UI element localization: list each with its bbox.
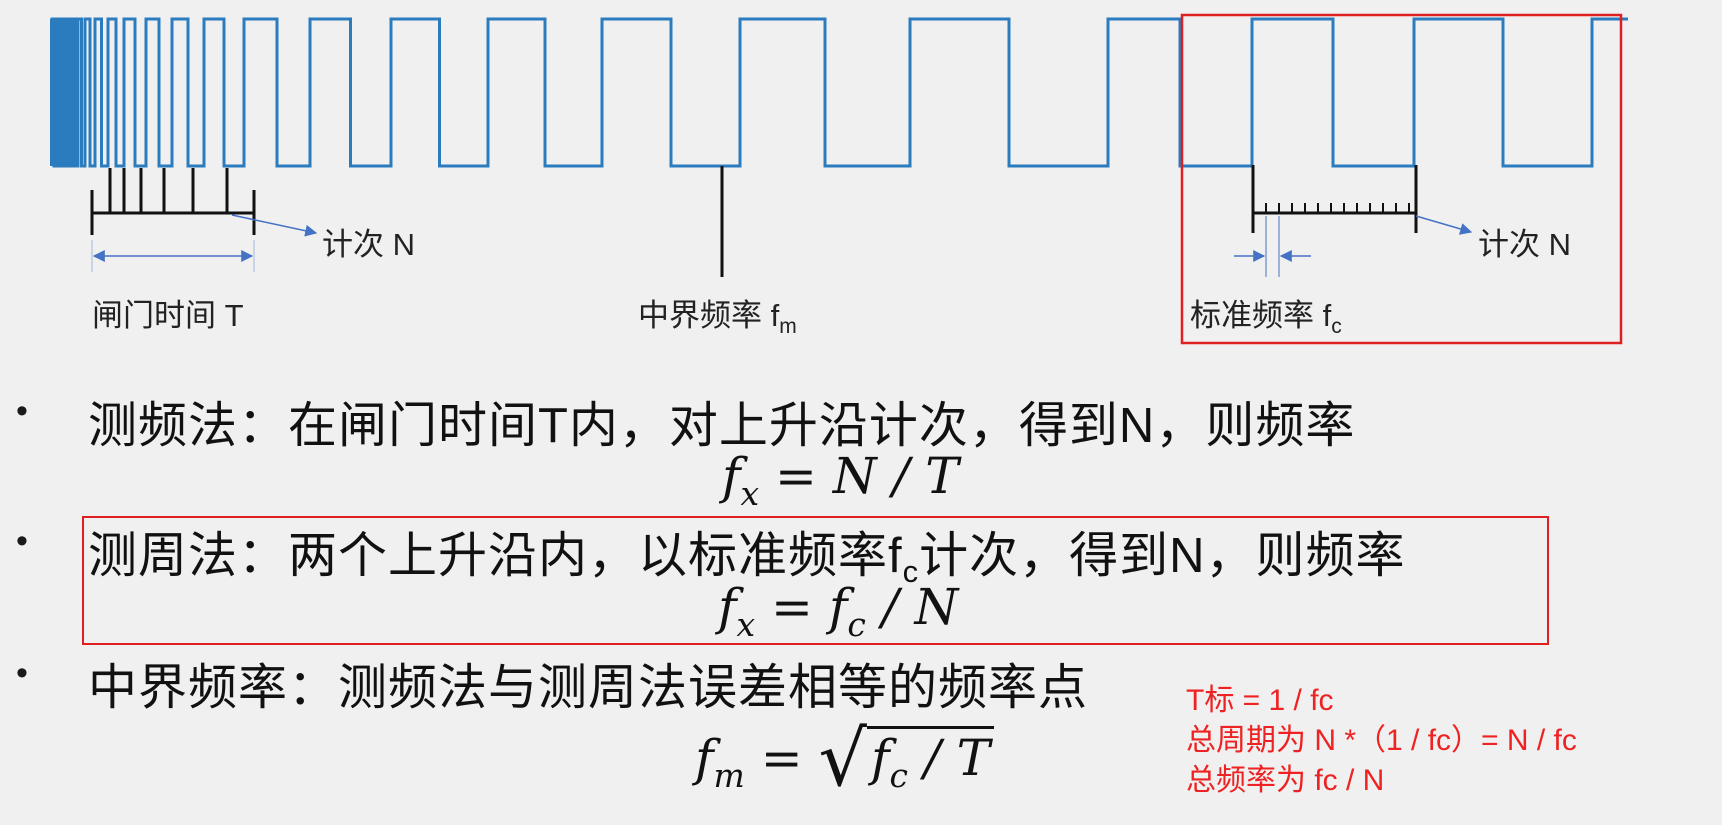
mid-formula-lhs-sub: m xyxy=(713,756,745,795)
std-count-arrow xyxy=(1415,215,1473,235)
note-line-3: 总频率为 fc / N xyxy=(1186,764,1385,797)
mid-freq-text: 中界频率：测频法与测周法误差相等的频率点 xyxy=(88,661,1089,715)
freq-formula-lhs-sub: x xyxy=(740,474,760,513)
std-freq-label-sub: c xyxy=(1331,315,1342,338)
period-text-sub: c xyxy=(902,554,920,589)
std-freq-label-text: 标准频率 f xyxy=(1190,298,1332,333)
freq-method-formula: fx = N / T xyxy=(722,447,959,513)
radicand-sub: c xyxy=(889,756,908,795)
period-formula-lhs: f xyxy=(718,578,737,636)
radicand-rest: / T xyxy=(907,729,990,787)
note-line-1: T标 = 1 / fc xyxy=(1186,684,1334,717)
radicand-f: f xyxy=(870,729,890,787)
period-text-before: 测周法：两个上升沿内，以标准频率f xyxy=(88,529,903,583)
gate-count-arrow xyxy=(231,214,318,237)
freq-formula-rhs: = N / T xyxy=(759,447,959,505)
gate-count-label: 计次 N xyxy=(322,227,415,262)
period-formula-rhs: / N xyxy=(865,578,959,636)
period-text-after: 计次，得到N，则频率 xyxy=(919,529,1406,583)
period-highlight-box xyxy=(1180,13,1623,345)
std-freq-label: 标准频率 fc xyxy=(1190,290,1342,339)
bullet-dot-2: • xyxy=(16,522,28,560)
gate-time-label: 闸门时间 T xyxy=(92,298,244,333)
note-line-2: 总周期为 N *（1 / fc）= N / fc xyxy=(1186,724,1577,757)
bullet-dot-3: • xyxy=(16,654,28,692)
gate-count-ticks xyxy=(90,168,256,235)
mid-formula-lhs: f xyxy=(695,729,714,787)
period-formula-mid: = f xyxy=(755,578,848,636)
period-method-text: 测周法：两个上升沿内，以标准频率fc计次，得到N，则频率 xyxy=(88,516,1406,590)
radical-sign-icon: √ xyxy=(818,714,867,803)
mid-formula-eq: = xyxy=(744,729,819,787)
square-wave-signal xyxy=(50,17,1628,168)
freq-formula-lhs: f xyxy=(722,447,741,505)
period-formula-mid-sub: c xyxy=(847,605,866,644)
period-formula-lhs-sub: x xyxy=(736,605,756,644)
signal-diagram xyxy=(50,13,1628,345)
std-freq-ticks xyxy=(1251,165,1418,233)
period-method-formula: fx = fc / N xyxy=(718,578,958,644)
mid-freq-label: 中界频率 fm xyxy=(638,290,797,339)
square-root: √fc / T xyxy=(819,714,994,803)
mid-freq-label-text: 中界频率 f xyxy=(638,298,780,333)
std-count-label: 计次 N xyxy=(1478,227,1571,262)
radicand: fc / T xyxy=(866,726,994,795)
mid-freq-formula: fm = √fc / T xyxy=(695,714,994,803)
freq-method-text: 测频法：在闸门时间T内，对上升沿计次，得到N，则频率 xyxy=(88,399,1356,453)
period-method-highlight-box xyxy=(82,516,1549,645)
bullet-dot-1: • xyxy=(16,392,28,430)
mid-freq-label-sub: m xyxy=(779,315,797,338)
